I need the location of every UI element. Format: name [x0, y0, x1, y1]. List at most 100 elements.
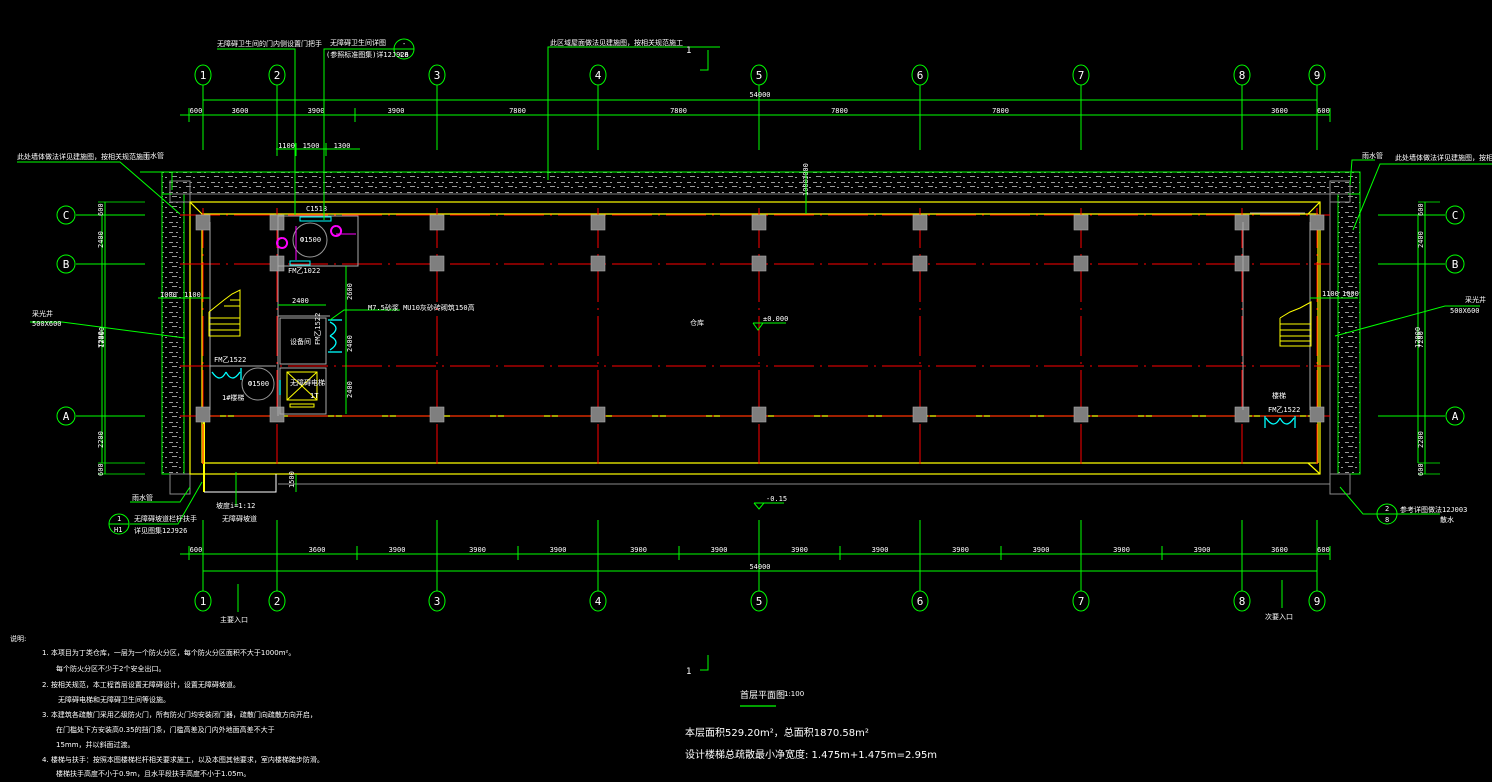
- dim-top-segment: 7800: [831, 107, 848, 115]
- level-main-label: ±0.000: [763, 315, 788, 323]
- axis-bubble-5: [750, 64, 768, 86]
- roof-hatch-band: [161, 171, 1361, 475]
- dim-bottom-total: 54000: [749, 563, 770, 571]
- dim-top-segment: 3600: [232, 107, 249, 115]
- room-label-lift: 无障碍电梯: [290, 378, 325, 387]
- dim-top-total: 54000: [749, 91, 770, 99]
- note-line: 1. 本项目为丁类仓库，一层为一个防火分区，每个防火分区面积不大于1000m²。: [42, 649, 296, 657]
- note-left-shaft-size: 500X600: [32, 320, 62, 328]
- dim-room-h3: 2400: [346, 381, 354, 398]
- detail-ref-top-num: -: [402, 40, 406, 48]
- room-label-equip: 设备间: [290, 337, 311, 346]
- door-label-fm1022: FM乙1022: [288, 267, 320, 275]
- dim-wall-right-a: 1100: [1322, 290, 1339, 298]
- column: [429, 214, 445, 231]
- axis-label-5: 5: [756, 595, 763, 608]
- note-right-top: 此处墙体做法详见建施图，按相关规范施工: [1395, 153, 1492, 162]
- axis-bubble-2: [268, 64, 286, 86]
- dim-top-segment: 7800: [992, 107, 1009, 115]
- left-wing-walls: [209, 212, 1311, 416]
- column: [1234, 406, 1250, 423]
- room-label-right-stair: 楼梯: [1272, 391, 1286, 400]
- dim-top-segment: 600: [1317, 107, 1330, 115]
- column: [1073, 406, 1089, 423]
- stair-right: [1279, 301, 1312, 347]
- axis-bubble-2: [268, 590, 286, 612]
- dim-roof-depth2: 1000: [802, 163, 810, 180]
- note-bl-2: 详见图集12J926: [134, 526, 187, 535]
- detail-ref-bl-sheet: H1: [114, 526, 122, 534]
- column: [590, 406, 606, 423]
- ramp-outline: [204, 474, 277, 493]
- column: [751, 255, 767, 272]
- detail-ref-bl-num: 1: [117, 515, 121, 523]
- dim-right-total: 12000: [1414, 327, 1422, 348]
- dim-bottom-segment: 3900: [711, 546, 728, 554]
- dim-right-segment: 2400: [1417, 231, 1425, 248]
- dim-top-sub: 1300: [334, 142, 351, 150]
- section-mark-bottom: 1: [686, 667, 691, 677]
- axis-bubble-8: [1233, 64, 1251, 86]
- doors: [211, 319, 1296, 428]
- dim-left-total: 12000: [98, 327, 106, 348]
- note-wall: M7.5砂浆 MU10灰砂砖砌筑150高: [368, 303, 475, 312]
- dim-left-segment: 2400: [97, 231, 105, 248]
- note-top-left-2b: (参照标准图集)详12J926: [326, 50, 409, 59]
- note-bl-col: 雨水管: [132, 493, 153, 502]
- dim-bottom-segment: 3900: [872, 546, 889, 554]
- detail-ref-top-sheet: L8: [400, 51, 408, 59]
- dim-right-segment: 7200: [1417, 331, 1425, 348]
- dim-room-width: 2400: [292, 297, 309, 305]
- note-top-left-2: 无障碍卫生间详图: [330, 38, 386, 47]
- axis-label-1: 1: [200, 595, 207, 608]
- note-bl-1: 无障碍坡道栏杆扶手: [134, 514, 197, 523]
- axis-bubble-4: [589, 590, 607, 612]
- dim-left-segment: 600: [97, 203, 105, 216]
- note-right-col: 雨水管: [1362, 151, 1383, 160]
- dim-top-segment: 600: [190, 107, 203, 115]
- axis-label-9: 9: [1314, 69, 1321, 82]
- dim-bottom-segment: 3900: [1033, 546, 1050, 554]
- room-label-lobby: 1#楼梯: [222, 393, 244, 402]
- toilet-diameter-label: Ф1500: [300, 236, 321, 244]
- column: [1234, 214, 1250, 231]
- axis-bubble-1: [194, 590, 212, 612]
- note-line: 楼梯扶手高度不小于0.9m，且水平段扶手高度不小于1.05m。: [56, 770, 251, 778]
- note-br-1: 参考详图做法12J003: [1400, 505, 1467, 514]
- note-top-mid: 此区域屋面做法见建施图，按相关规范施工: [550, 38, 683, 47]
- note-left-col: 雨水管: [143, 151, 164, 160]
- area-summary: 本层面积529.20m²，总面积1870.58m²: [685, 728, 869, 739]
- detail-ref-bottom-left: 1 H1: [108, 513, 130, 535]
- dim-left-segment: 7200: [97, 331, 105, 348]
- drawing-title: 首层平面图: [740, 691, 786, 701]
- dim-bottom-segment: 600: [190, 546, 203, 554]
- note-line: 3. 本建筑各疏散门采用乙级防火门，所有防火门均安装闭门器，疏散门向疏散方向开启…: [42, 711, 317, 719]
- axis-bubble-C: [1445, 205, 1465, 225]
- dim-bottom-segment: 3900: [1194, 546, 1211, 554]
- section-mark-top: 1: [686, 46, 691, 56]
- axis-bubble-A: [56, 406, 76, 426]
- column: [195, 214, 211, 231]
- dim-wall-right-b: 1000: [1342, 290, 1359, 298]
- axis-bubble-7: [1072, 64, 1090, 86]
- dim-room-h2: 2400: [346, 335, 354, 352]
- dim-top-segment: 3600: [1271, 107, 1288, 115]
- axis-label-1: 1: [200, 69, 207, 82]
- column: [195, 406, 211, 423]
- dim-bottom-segment: 3900: [1113, 546, 1130, 554]
- note-ramp-label: 无障碍坡道: [222, 514, 257, 523]
- note-ramp-slope: 坡度i=1:12: [216, 501, 255, 510]
- axis-label-4: 4: [595, 69, 602, 82]
- stair-left: [208, 289, 241, 337]
- axis-label-9: 9: [1314, 595, 1321, 608]
- axis-label-7: 7: [1078, 595, 1085, 608]
- column: [269, 255, 285, 272]
- dim-right-segment: 600: [1417, 463, 1425, 476]
- level-marker-outside: -0.15: [753, 495, 787, 510]
- dim-bottom-segment: 3600: [1271, 546, 1288, 554]
- dim-bottom-segment: 3900: [550, 546, 567, 554]
- note-left-shaft: 采光井: [32, 309, 53, 318]
- axis-bubble-5: [750, 590, 768, 612]
- note-top-left-1: 无障碍卫生间的门内侧设置门把手: [217, 39, 322, 48]
